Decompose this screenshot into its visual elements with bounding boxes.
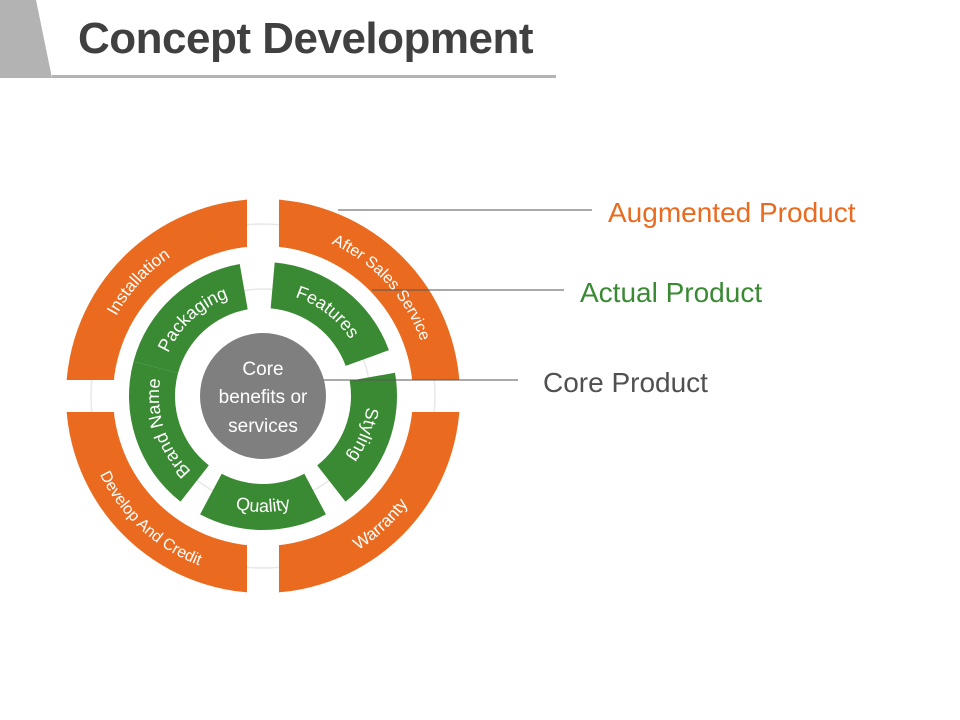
legend-core-product: Core Product [543, 367, 708, 398]
core-text-line-1: Core [242, 359, 283, 380]
actual-segment-1 [133, 264, 248, 374]
label-quality: Quality [234, 493, 291, 516]
title-accent-bar [0, 0, 556, 78]
augmented-segment-1 [66, 199, 247, 380]
core-circle [200, 333, 326, 459]
core-circle-group: Core benefits or services [200, 333, 326, 459]
legend-augmented-product: Augmented Product [608, 197, 856, 228]
title-accent-shape [0, 0, 52, 78]
outer-track [90, 223, 436, 569]
legend-connectors [320, 209, 592, 381]
actual-segment-4 [200, 473, 326, 530]
actual-segment-2 [270, 262, 389, 366]
augmented-segment-2 [279, 199, 460, 380]
actual-product-ring [128, 262, 397, 530]
augmented-product-ring [66, 199, 460, 593]
title-underline [52, 75, 556, 78]
legend-actual-product: Actual Product [580, 277, 763, 308]
core-text-line-3: services [228, 416, 298, 437]
augmented-segment-3 [279, 412, 460, 593]
actual-segment-3 [317, 372, 397, 502]
core-text-line-2: benefits or [219, 387, 308, 408]
actual-segment-5 [128, 361, 209, 502]
page-title: Concept Development [78, 14, 534, 63]
augmented-segment-4 [66, 412, 247, 593]
